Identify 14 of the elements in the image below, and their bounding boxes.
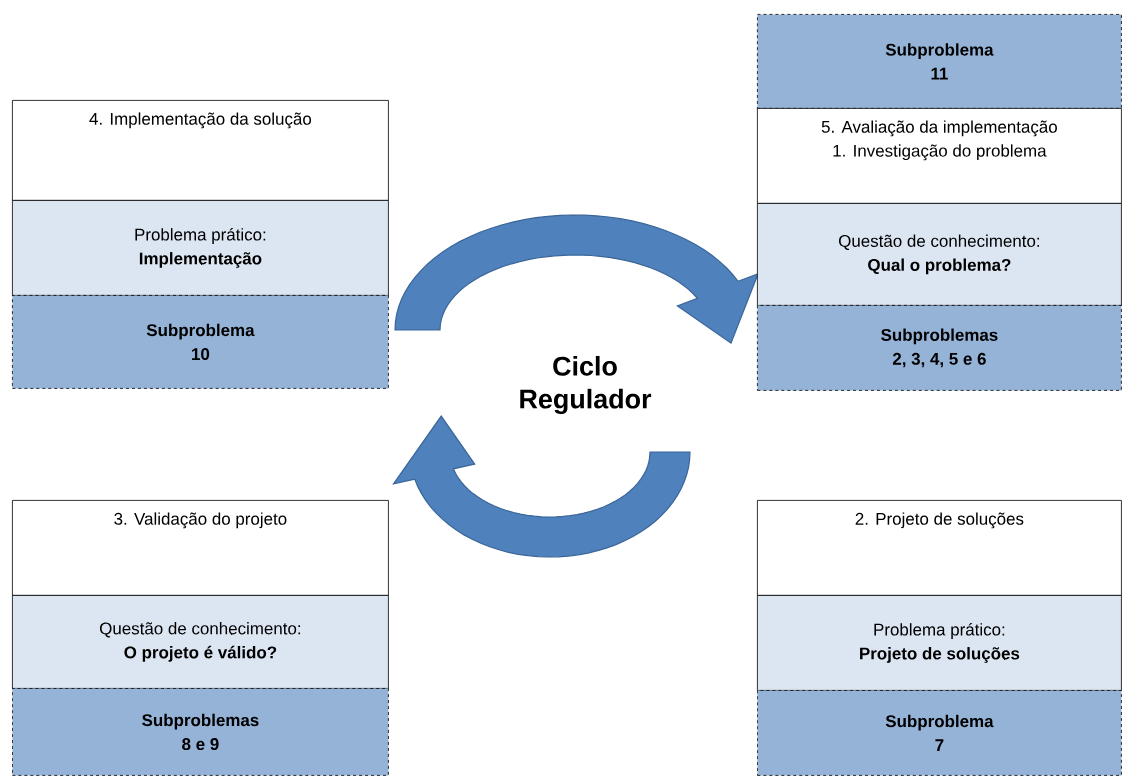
subproblem-box: Subproblema 10 [12,295,389,389]
step-box: 2. Projeto de soluções [757,500,1122,596]
step-box: 5. Avaliação da implementação 1. Investigação do problema [757,108,1122,204]
cycle-label: Ciclo Regulador [520,355,652,415]
question-box: Problema prático: Projeto de soluções [757,595,1122,691]
question-box: Questão de conhecimento: O projeto é válido? [12,595,389,689]
subproblem-box: Subproblema 11 [757,14,1122,109]
step-box: 3. Validação do projeto [12,500,389,596]
question-box: Questão de conhecimento: Qual o problema? [757,203,1122,306]
subproblem-box: Subproblemas 2, 3, 4, 5 e 6 [757,305,1122,391]
subproblem-box: Subproblema 7 [757,690,1122,776]
step-box: 4. Implementação da solução [12,100,389,201]
question-box: Problema prático: Implementação [12,200,389,296]
subproblem-box: Subproblemas 8 e 9 [12,688,389,776]
